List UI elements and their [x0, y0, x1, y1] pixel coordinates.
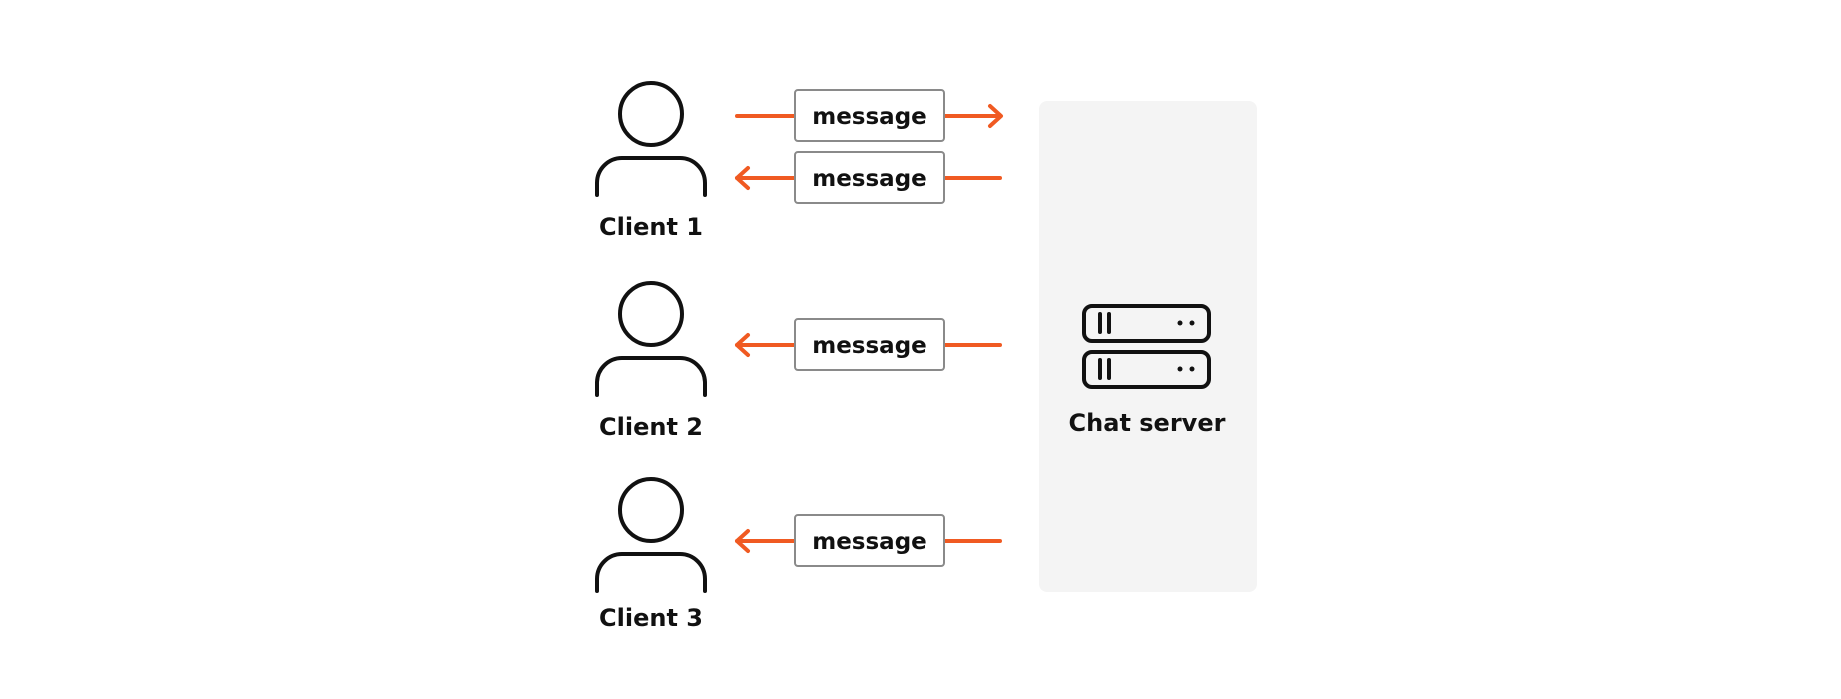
message-label: message [812, 166, 927, 192]
message-label: message [812, 333, 927, 359]
arrow-left [735, 529, 1002, 553]
message-label: message [812, 529, 927, 555]
arrow-right [735, 104, 1003, 128]
user-icon [595, 81, 707, 197]
client-3-node: Client 3 [595, 477, 707, 632]
message-box [794, 318, 945, 371]
server-panel [1039, 101, 1257, 592]
message-box [794, 89, 945, 142]
message-server-to-client-2: message [735, 318, 1002, 371]
client-2-label: Client 2 [599, 413, 703, 441]
message-server-to-client-1: message [735, 151, 1002, 204]
message-label: message [812, 104, 927, 130]
server-label: Chat server [1069, 409, 1226, 437]
client-2-node: Client 2 [595, 281, 707, 441]
arrow-left [735, 333, 1002, 357]
client-3-label: Client 3 [599, 604, 703, 632]
user-icon [595, 281, 707, 397]
chat-server-node: Chat server [1039, 101, 1257, 592]
arrow-left [735, 166, 1002, 190]
user-icon [595, 477, 707, 593]
message-box [794, 514, 945, 567]
client-1-node: Client 1 [595, 81, 707, 241]
client-1-label: Client 1 [599, 213, 703, 241]
server-icon [1082, 304, 1211, 389]
message-server-to-client-3: message [735, 514, 1002, 567]
message-box [794, 151, 945, 204]
message-client-1-to-server: message [735, 89, 1003, 142]
